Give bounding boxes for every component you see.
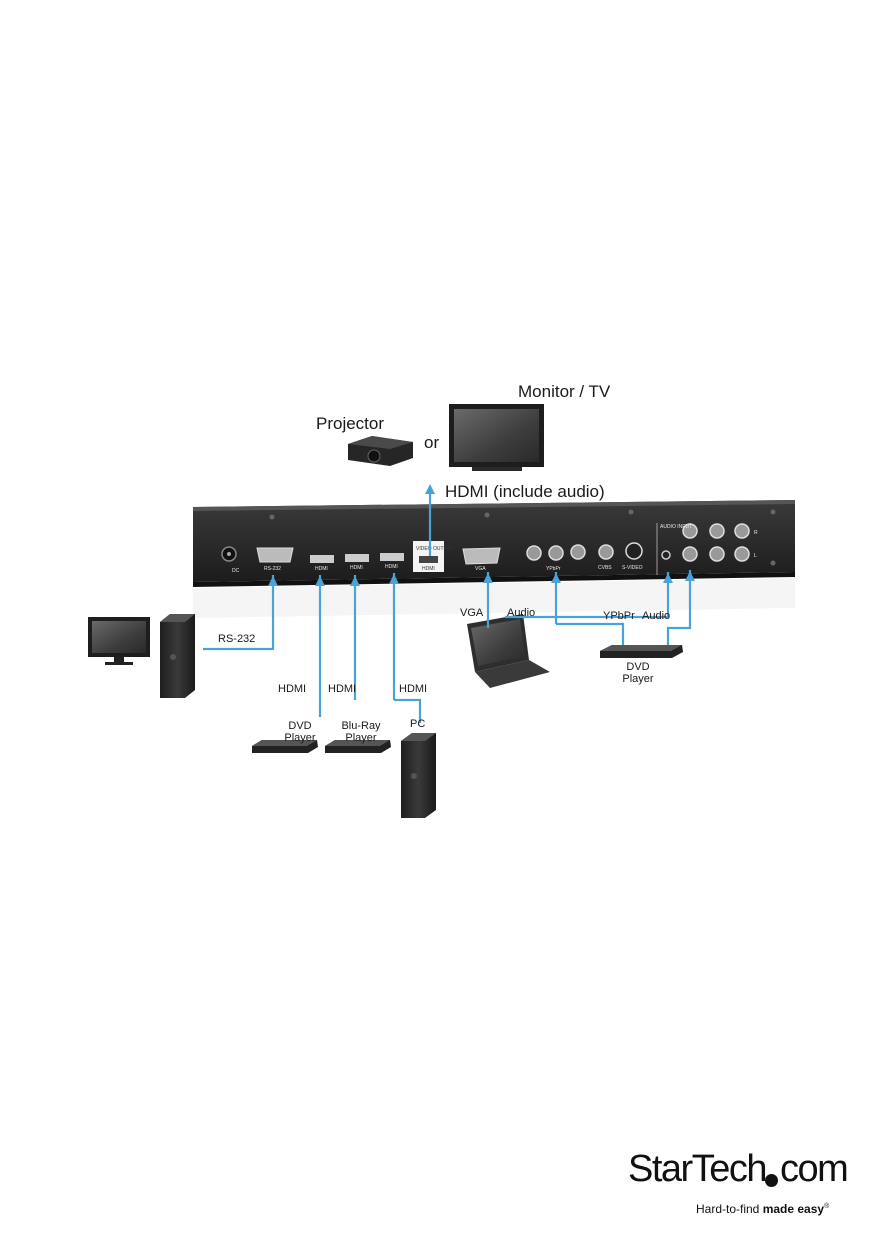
audio-cable-label-2: Audio (642, 610, 670, 622)
logo-tagline: Hard-to-find made easy® (696, 1202, 829, 1216)
dvd-player-label-bottom-line2: Player (284, 732, 316, 744)
logo-tagline-bold: made easy (763, 1202, 824, 1216)
vga-cable-label: VGA (460, 607, 483, 619)
laptop-device (467, 614, 550, 688)
port-label-r: R (754, 530, 758, 536)
port-label-video-output: VIDEO OUTPUT (416, 546, 454, 552)
ypbpr-cable-label: YPbPr (603, 610, 635, 622)
pc-tower-bottom (401, 733, 436, 818)
logo-tagline-plain: Hard-to-find (696, 1202, 763, 1216)
pc-monitor-left (88, 617, 150, 665)
port-label-ypbpr: YPbPr (546, 566, 561, 572)
projector-label: Projector (316, 414, 384, 434)
projector-device (348, 436, 413, 466)
port-label-hdmi1: HDMI (315, 566, 328, 572)
port-label-l: L (754, 553, 757, 559)
dvd-player-label-bottom-line1: DVD (284, 720, 316, 732)
logo-suffix: com (780, 1148, 847, 1191)
monitor-tv-label: Monitor / TV (518, 382, 610, 402)
dvd-player-label-bottom: DVD Player (284, 720, 316, 744)
scaler-rear-panel: DC RS-232 HDMI HDMI HDMI VIDEO OUTPUT HD… (193, 500, 795, 587)
hdmi-cable-label-3: HDMI (399, 683, 427, 695)
dvd-player-label-right-line2: Player (622, 673, 654, 685)
port-label-svideo: S-VIDEO (622, 565, 643, 571)
port-label-hdmi3: HDMI (385, 564, 398, 570)
or-label: or (424, 433, 439, 453)
port-label-cvbs: CVBS (598, 565, 612, 571)
port-label-vga: VGA (475, 566, 486, 572)
rs232-cable-label: RS-232 (218, 633, 255, 645)
pc-label: PC (410, 718, 425, 730)
port-label-hdmi2: HDMI (350, 565, 363, 571)
audio-cable-label-1: Audio (507, 607, 535, 619)
bluray-player-label: Blu-Ray Player (341, 720, 381, 744)
monitor-tv-device (449, 404, 544, 471)
port-label-audio-input: AUDIO INPUT (660, 524, 692, 530)
hdmi-cable-label-2: HDMI (328, 683, 356, 695)
logo-registered-mark: ® (824, 1203, 829, 1210)
logo-dot-icon (765, 1174, 778, 1187)
dvd-player-label-right-line1: DVD (622, 661, 654, 673)
logo-brand: StarTech (628, 1148, 766, 1191)
hdmi-cable-label-1: HDMI (278, 683, 306, 695)
dvd-player-right (600, 645, 683, 658)
hdmi-output-label: HDMI (include audio) (445, 482, 605, 502)
pc-tower-left (160, 614, 195, 698)
startech-logo[interactable]: StarTech com Hard-to-find made easy® (628, 1148, 858, 1223)
bluray-player-label-line1: Blu-Ray (341, 720, 381, 732)
port-label-rs232: RS-232 (264, 566, 281, 572)
dvd-player-label-right: DVD Player (622, 661, 654, 685)
port-label-dc: DC (232, 568, 240, 574)
bluray-player-label-line2: Player (341, 732, 381, 744)
port-label-hdmi-out: HDMI (422, 566, 435, 572)
